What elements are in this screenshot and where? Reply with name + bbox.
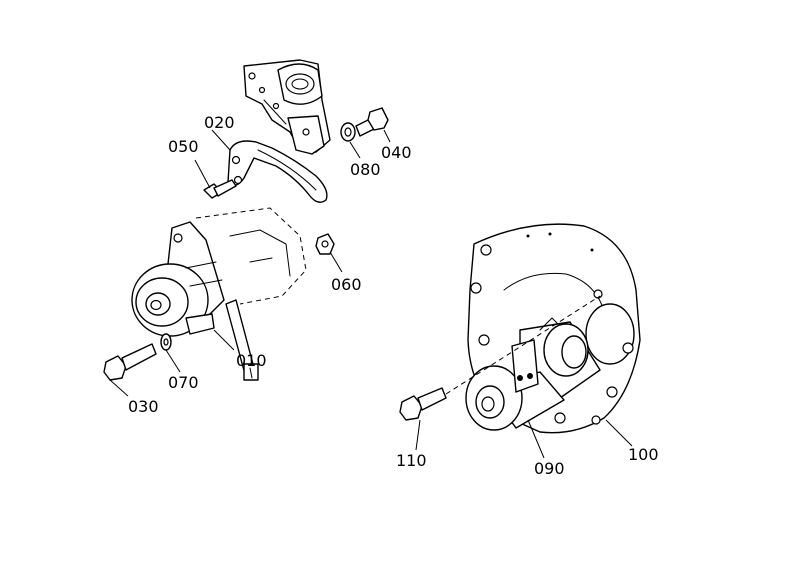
- callout-030: 030: [128, 397, 159, 416]
- callout-070: 070: [168, 373, 199, 392]
- bolt-030: [103, 343, 157, 381]
- callout-010: 010: [236, 351, 267, 370]
- bolt-040: [355, 107, 389, 137]
- callout-020: 020: [204, 113, 235, 132]
- callout-050: 050: [168, 137, 199, 156]
- bolt-050: [203, 179, 237, 199]
- bolt-110: [399, 387, 447, 421]
- callout-040: 040: [381, 143, 412, 162]
- callout-080: 080: [350, 160, 381, 179]
- callout-110: 110: [396, 451, 427, 470]
- starter-motor: [465, 317, 601, 431]
- washer-080: [340, 122, 356, 142]
- callout-100: 100: [628, 445, 659, 464]
- mount-bracket-housing: [243, 59, 331, 155]
- washer-070: [160, 333, 172, 351]
- callout-labels: 010 020 030 040 050 060 070 080 090 100 …: [128, 113, 659, 478]
- callout-090: 090: [534, 459, 565, 478]
- leader-lines: [109, 129, 633, 459]
- adjusting-strap: [227, 140, 328, 203]
- nut-060: [315, 233, 335, 255]
- callout-060: 060: [331, 275, 362, 294]
- alternator: [131, 207, 307, 381]
